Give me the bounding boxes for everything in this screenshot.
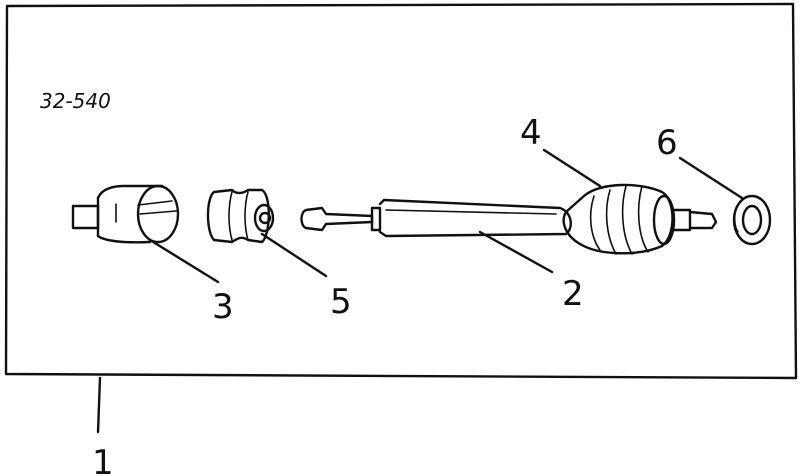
callout-3: 3 xyxy=(212,287,234,327)
callout-2: 2 xyxy=(562,274,584,314)
leader-line-4 xyxy=(542,148,602,188)
callout-4: 4 xyxy=(520,113,542,153)
leader-line-3 xyxy=(148,238,220,284)
leader-line-6 xyxy=(678,156,744,200)
leader-line-2 xyxy=(478,230,554,274)
part-5-boot xyxy=(206,188,275,244)
callout-5: 5 xyxy=(330,282,352,322)
part-6-ring xyxy=(732,194,772,246)
callout-1: 1 xyxy=(92,443,114,476)
part-3-cylinder xyxy=(71,184,180,244)
part-2-shaft xyxy=(300,198,572,238)
part-4-cv-joint xyxy=(562,183,718,255)
callout-6: 6 xyxy=(656,123,678,163)
leader-line-5 xyxy=(260,232,328,278)
diagram-frame xyxy=(4,2,798,380)
reference-code: 32-540 xyxy=(40,89,111,113)
leader-line-1 xyxy=(96,376,102,434)
